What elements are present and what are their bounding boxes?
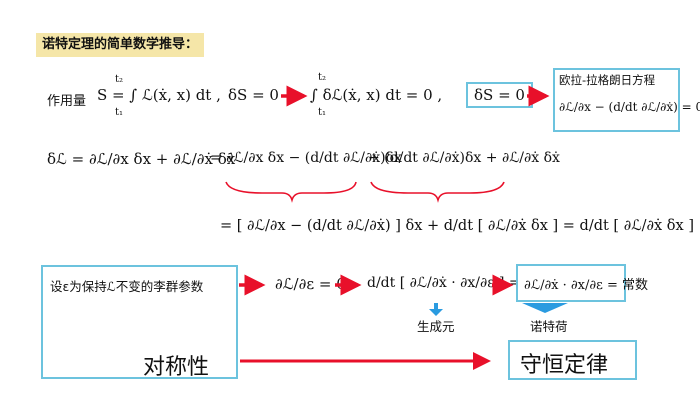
variation-integral: ∫ δℒ(ẋ, x) dt = 0 ,: [310, 86, 443, 104]
symmetry-box: [41, 317, 238, 379]
action-formula: S = ∫ ℒ(ẋ, x) dt ,: [97, 86, 221, 104]
variation-zero: δS = 0: [228, 86, 279, 104]
integral2-lower-limit: t₁: [318, 107, 327, 118]
conservation-law-box: 守恒定律: [508, 340, 637, 380]
generator-pointer-icon: [429, 303, 443, 316]
lagrangian-variation-rhs-b: + (d/dt ∂ℒ/∂ẋ)δx + ∂ℒ/∂ẋ δẋ: [368, 150, 560, 166]
lagrangian-variation-lhs: δℒ = ∂ℒ/∂x δx + ∂ℒ/∂ẋ δẋ: [47, 150, 236, 168]
page-title: 诺特定理的简单数学推导：: [36, 33, 205, 57]
action-label: 作用量: [47, 94, 87, 109]
symmetry-label: 对称性: [143, 355, 210, 380]
euler-lagrange-box: 欧拉-拉格朗日方程 ∂ℒ/∂x − (d/dt ∂ℒ/∂ẋ) = 0: [553, 68, 700, 132]
integral-upper-limit: t₂: [115, 74, 124, 85]
euler-lagrange-title: 欧拉-拉格朗日方程: [559, 73, 656, 87]
lagrangian-variation-rhs-a: = ∂ℒ/∂x δx − (d/dt ∂ℒ/∂ẋ)δx: [210, 150, 402, 166]
underbrace-left: [225, 181, 357, 203]
underbrace-right: [370, 181, 505, 203]
conserved-quantity-box: ∂ℒ/∂ẋ · ∂x/∂ε = 常数: [516, 264, 648, 302]
integral-lower-limit: t₁: [115, 107, 124, 118]
noether-charge-pointer-icon: [522, 303, 568, 313]
total-derivative-line: = [ ∂ℒ/∂x − (d/dt ∂ℒ/∂ẋ) ] δx + d/dt [ ∂…: [220, 218, 694, 234]
noether-charge-label: 诺特荷: [530, 319, 568, 334]
conserved-derivative: d/dt [ ∂ℒ/∂ẋ · ∂x/∂ε ] = 0: [367, 275, 534, 291]
assumption-box: 设ε为保持ℒ不变的李群参数: [41, 265, 238, 321]
lie-group-assumption: 设ε为保持ℒ不变的李群参数: [50, 279, 204, 294]
boxed-condition: δS = 0: [466, 82, 533, 108]
euler-lagrange-equation: ∂ℒ/∂x − (d/dt ∂ℒ/∂ẋ) = 0: [559, 100, 700, 114]
conservation-law-label: 守恒定律: [520, 353, 609, 378]
integral2-upper-limit: t₂: [318, 72, 327, 83]
invariance-condition: ∂ℒ/∂ε = 0: [275, 275, 346, 293]
generator-label: 生成元: [417, 319, 455, 334]
